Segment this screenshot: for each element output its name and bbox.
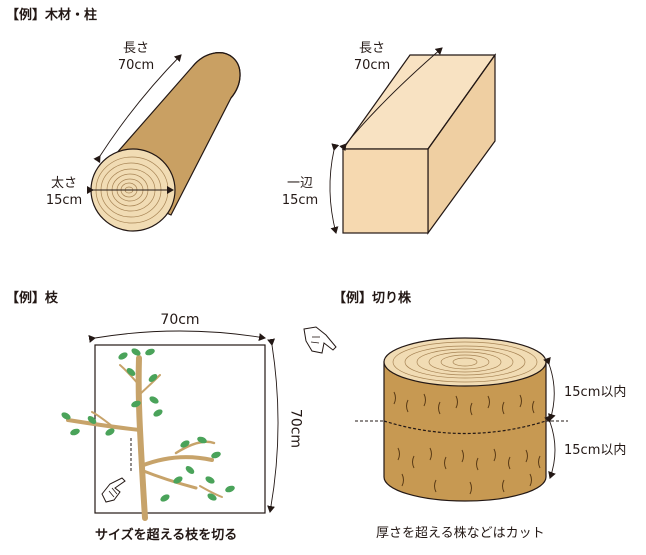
heading-stump: 【例】切り株 (333, 291, 412, 306)
branch-height-label: 70cm (287, 408, 304, 449)
stump-lower-arrow (544, 415, 556, 479)
stump-upper-label: 15cm以内 (564, 385, 627, 400)
size-frame (94, 344, 266, 514)
branch-illustration (61, 330, 279, 521)
branch-width-arrow (88, 330, 266, 343)
stump-cut-line (383, 420, 547, 435)
stump-lower-label: 15cm以内 (564, 443, 627, 458)
beam-illustration (329, 47, 497, 235)
pointing-hand-icon (303, 326, 337, 354)
branch-caption: サイズを超える枝を切る (95, 528, 238, 543)
stump-illustration (355, 337, 568, 502)
pointing-hand-icon (101, 477, 126, 503)
beam-front-face (342, 148, 429, 234)
stump-top-face (383, 337, 547, 387)
branch-height-arrow (267, 338, 279, 513)
log-illustration (87, 52, 241, 232)
branch-width-label: 70cm (160, 312, 200, 328)
heading-wood-pillar: 【例】木材・柱 (6, 8, 98, 23)
beam-length-arrow (339, 47, 443, 152)
log-length-arrow (93, 54, 182, 164)
stump-caption: 厚さを超える株などはカット (376, 526, 545, 541)
beam-side-arrow (329, 143, 340, 234)
stump-upper-arrow (543, 357, 556, 421)
heading-branch: 【例】枝 (6, 291, 59, 306)
